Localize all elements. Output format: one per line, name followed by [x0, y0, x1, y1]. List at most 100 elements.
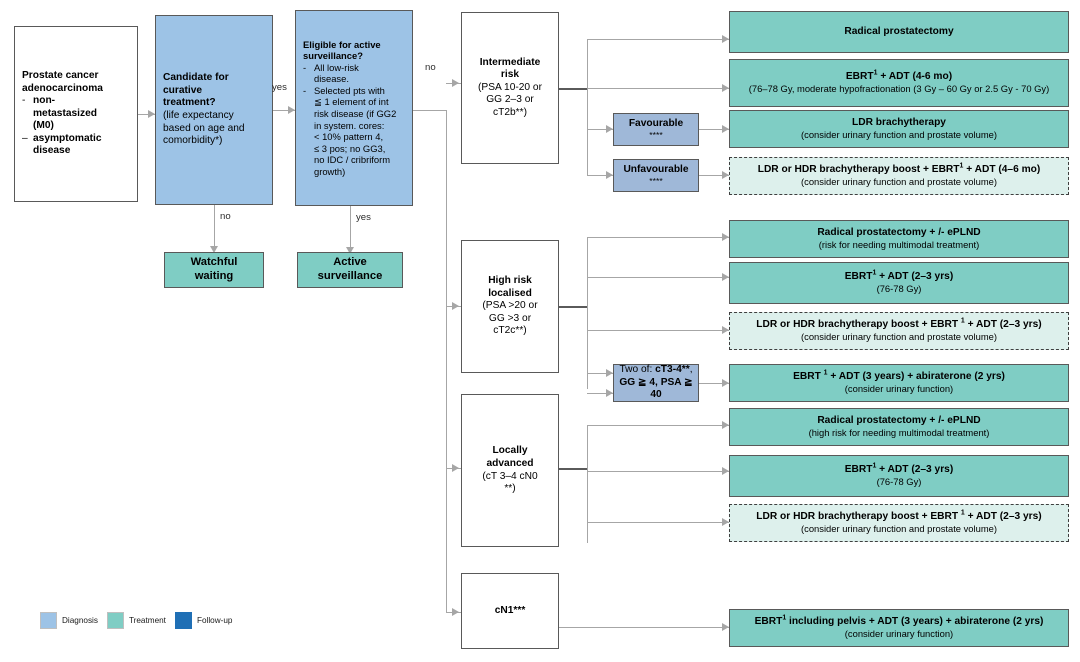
treatment-int-brachy-boost: LDR or HDR brachytherapy boost + EBRT1 +… — [729, 157, 1069, 195]
treatment-main-10: LDR or HDR brachytherapy boost + EBRT 1 … — [735, 510, 1063, 524]
eligible-b1-l2: disease. — [314, 73, 349, 85]
cn1-title-line1: cN1*** — [494, 604, 526, 616]
modifier-two-of: Two of: cT3-4**, GG ≧ 4, PSA ≧ 40 — [613, 364, 699, 402]
legend-label-diagnosis: Diagnosis — [62, 616, 98, 625]
t3-pre: LDR or HDR brachytherapy boost + EBRT — [757, 163, 960, 175]
treatment-cn1-ebrt-pelvis: EBRT1 including pelvis + ADT (3 years) +… — [729, 609, 1069, 647]
entry-bullet-1-text: non- metastasized (M0) — [33, 95, 130, 133]
two-of-line2: GG ≧ 4, PSA ≧ 40 — [619, 376, 693, 401]
intermediate-sub-line3: cT2b**) — [493, 106, 527, 118]
entry-bullet-1: - non- metastasized (M0) — [22, 95, 130, 133]
t7-post: + ADT (3 years) + abiraterone (2 yrs) — [827, 370, 1005, 382]
connector-la-bus — [587, 425, 588, 543]
eligible-title-line1: Eligible for active — [303, 38, 381, 50]
t5-pre: EBRT — [844, 270, 873, 282]
t1-pre: EBRT — [845, 70, 874, 82]
connector-high-to-twoof — [587, 373, 613, 374]
treatment-main-6: LDR or HDR brachytherapy boost + EBRT 1 … — [735, 317, 1063, 332]
treatment-main-9: EBRT1 + ADT (2–3 yrs) — [735, 463, 1063, 477]
entry-box-prostate-cancer: Prostate cancer adenocarcinoma - non- me… — [14, 26, 138, 202]
favourable-stars: **** — [649, 130, 663, 141]
connector-la-to-boost — [587, 522, 729, 523]
two-of-prefix: Two of: — [619, 364, 656, 376]
arrowhead-spine-to-high-risk — [452, 302, 459, 310]
legend-item-diagnosis: Diagnosis — [40, 612, 98, 629]
eligible-b2-l3: risk disease (if GG2 — [314, 108, 397, 119]
eligible-b2-l4: in system. cores: — [314, 119, 385, 131]
t6-post: + ADT (2–3 yrs) — [964, 318, 1042, 330]
treatment-main-8: Radical prostatectomy + /- ePLND — [817, 414, 981, 426]
connector-intermediate-to-unfavourable — [587, 175, 613, 176]
intermediate-title-line1: Intermediate — [479, 56, 541, 68]
edge-label-candidate-yes: yes — [272, 82, 287, 93]
outcome-active-surveillance: Active surveillance — [297, 252, 403, 288]
entry-heading-line2: adenocarcinoma — [22, 82, 103, 94]
watchful-waiting-line1: Watchful — [190, 256, 238, 269]
treatment-sub-4: (risk for needing multimodal treatment) — [818, 239, 980, 251]
candidate-sub-line2: based on age and — [163, 122, 245, 134]
eligible-title-line2: surveillance? — [303, 50, 363, 62]
arrowhead-intermediate-to-rp — [722, 35, 729, 43]
connector-candidate-to-watchful — [214, 205, 215, 251]
connector-la-to-ebrt — [587, 471, 729, 472]
legend-item-treatment: Treatment — [106, 612, 166, 629]
t5-post: + ADT (2–3 yrs) — [876, 270, 954, 282]
treatment-main-3: LDR or HDR brachytherapy boost + EBRT1 +… — [735, 162, 1063, 177]
eligible-bullet-1-text: All low-risk disease. — [314, 62, 405, 85]
edge-label-eligible-yes: yes — [356, 212, 371, 223]
legend: Diagnosis Treatment Follow-up — [40, 612, 232, 629]
treatment-main-7: EBRT 1 + ADT (3 years) + abiraterone (2 … — [735, 370, 1063, 384]
connector-la-to-twoof — [587, 393, 613, 394]
entry-bullet-2-line2: disease — [33, 145, 71, 157]
connector-eligible-to-active-surveillance — [350, 206, 351, 252]
connector-high-to-boost — [587, 330, 729, 331]
legend-swatch-diagnosis — [40, 612, 57, 629]
t3-sup: 1 — [959, 162, 964, 170]
connector-high-to-rp — [587, 237, 729, 238]
t7-pre: EBRT — [793, 370, 824, 382]
entry-bullet-2-text: asymptomatic disease — [33, 133, 130, 158]
connector-candidate-to-eligible — [273, 110, 295, 111]
t6-sup: 1 — [960, 317, 965, 325]
arrowhead-intermediate-to-ebrt — [722, 84, 729, 92]
decision-candidate-curative-treatment[interactable]: Candidate for curative treatment? (life … — [155, 15, 273, 205]
two-of-mid: , — [689, 364, 693, 376]
arrowhead-high-to-rp — [722, 233, 729, 241]
connector-intermediate-to-ebrt — [587, 88, 729, 89]
edge-label-candidate-no: no — [220, 211, 231, 222]
risk-group-intermediate: Intermediate risk (PSA 10-20 or GG 2–3 o… — [461, 12, 559, 164]
candidate-title-line2: curative — [163, 84, 203, 96]
arrowhead-favourable-to-ldr — [722, 125, 729, 133]
entry-bullet-2: – asymptomatic disease — [22, 133, 130, 158]
active-surveillance-line1: Active — [333, 256, 367, 269]
connector-favourable-to-ldr — [699, 129, 729, 130]
entry-bullet-1-line3: (M0) — [33, 120, 54, 132]
t11-post: including pelvis + ADT (3 years) + abira… — [786, 615, 1044, 627]
treatment-high-radical-prostatectomy: Radical prostatectomy + /- ePLND (risk f… — [729, 220, 1069, 258]
arrowhead-la-to-boost — [722, 518, 729, 526]
arrowhead-cn1-to-ebrt-pelvis — [722, 623, 729, 631]
intermediate-title-line2: risk — [500, 69, 520, 81]
treatment-main-11: EBRT1 including pelvis + ADT (3 years) +… — [735, 615, 1063, 629]
treatment-sub-5: (76-78 Gy) — [876, 283, 922, 295]
connector-high-to-ebrt — [587, 277, 729, 278]
treatment-la-brachy-boost: LDR or HDR brachytherapy boost + EBRT 1 … — [729, 504, 1069, 542]
risk-group-locally-advanced: Locally advanced (cT 3–4 cN0 **) — [461, 394, 559, 547]
arrowhead-spine-to-locally-advanced — [452, 464, 459, 472]
treatment-twoof-ebrt-abiraterone: EBRT 1 + ADT (3 years) + abiraterone (2 … — [729, 364, 1069, 402]
connector-intermediate-out — [559, 88, 587, 90]
locally-advanced-sub-line1: (cT 3–4 cN0 — [482, 470, 538, 482]
arrowhead-la-to-twoof — [606, 389, 613, 397]
entry-bullet-2-dash: – — [22, 132, 28, 144]
decision-eligible-active-surveillance[interactable]: Eligible for active surveillance? - All … — [295, 10, 413, 206]
high-risk-sub-line1: (PSA >20 or — [482, 300, 538, 312]
treatment-sub-6: (consider urinary function and prostate … — [801, 331, 997, 343]
treatment-main-4: Radical prostatectomy + /- ePLND — [817, 226, 981, 238]
eligible-bullet-2: - Selected pts with ≦ 1 element of int r… — [303, 85, 405, 178]
arrowhead-candidate-to-eligible — [288, 106, 295, 114]
treatment-sub-3: (consider urinary function and prostate … — [801, 176, 997, 188]
connector-unfavourable-to-boost — [699, 175, 729, 176]
eligible-bullet-2-dash: - — [303, 84, 307, 96]
risk-group-high-risk-localised: High risk localised (PSA >20 or GG >3 or… — [461, 240, 559, 373]
